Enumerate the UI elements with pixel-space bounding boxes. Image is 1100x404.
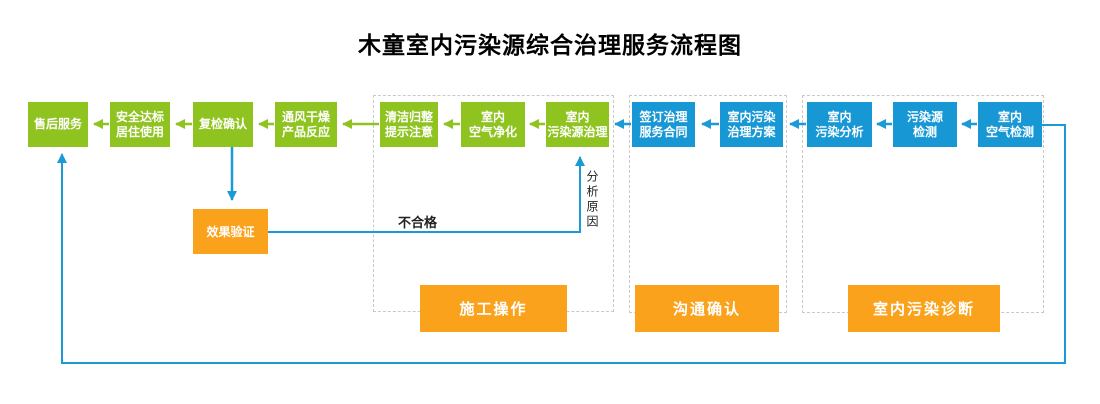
flow-box-cleanup-notes: 清洁归整 提示注意 bbox=[380, 102, 438, 147]
flow-box-label: 室内污染 bbox=[727, 109, 776, 124]
flow-box-after-sales: 售后服务 bbox=[28, 102, 88, 147]
flow-box-label: 室内 bbox=[480, 109, 505, 124]
flow-box-indoor-air-detection: 室内 空气检测 bbox=[978, 102, 1042, 147]
flow-box-label: 清洁归整 bbox=[384, 109, 433, 124]
stage-label-communication: 沟通确认 bbox=[635, 285, 779, 332]
page-title: 木童室内污染源综合治理服务流程图 bbox=[358, 33, 742, 59]
flow-box-treatment-plan: 室内污染 治理方案 bbox=[720, 102, 783, 147]
flow-box-label: 空气净化 bbox=[468, 124, 517, 139]
analyze-cause-annotation: 分析原因 bbox=[585, 170, 599, 230]
flow-box-label: 售后服务 bbox=[33, 117, 82, 131]
flow-box-label: 检测 bbox=[912, 124, 937, 139]
flow-box-label: 污染源治理 bbox=[547, 124, 608, 139]
flow-box-label: 室内 bbox=[997, 109, 1022, 124]
flow-box-label: 污染源 bbox=[906, 109, 943, 124]
flow-box-sign-contract: 签订治理 服务合同 bbox=[632, 102, 695, 147]
flow-box-label: 居住使用 bbox=[115, 124, 164, 139]
flow-box-label: 安全达标 bbox=[115, 109, 164, 124]
flow-box-safe-occupancy: 安全达标 居住使用 bbox=[110, 102, 170, 147]
flow-box-indoor-air-purification: 室内 空气净化 bbox=[461, 102, 525, 147]
arrow-fail-feedback bbox=[268, 156, 585, 233]
arrow-detection-to-aftersales-loop bbox=[57, 124, 1066, 364]
flow-box-label: 提示注意 bbox=[384, 124, 433, 139]
stage-label-construction: 施工操作 bbox=[420, 285, 567, 332]
flow-box-label: 产品反应 bbox=[281, 124, 330, 139]
flow-box-label: 服务合同 bbox=[639, 124, 688, 139]
flow-box-label: 复检确认 bbox=[198, 117, 247, 131]
flow-box-label: 治理方案 bbox=[727, 124, 776, 139]
flow-box-label: 污染分析 bbox=[815, 124, 864, 139]
flow-box-effect-verification: 效果验证 bbox=[193, 209, 268, 254]
flow-box-recheck-confirm: 复检确认 bbox=[193, 102, 253, 147]
flow-box-pollution-source-treatment: 室内 污染源治理 bbox=[546, 102, 609, 147]
flow-box-label: 室内 bbox=[565, 109, 590, 124]
flow-box-label: 通风干燥 bbox=[281, 109, 330, 124]
stage-label-diagnosis: 室内污染诊断 bbox=[848, 285, 1000, 332]
flow-box-source-detection: 污染源 检测 bbox=[893, 102, 957, 147]
flow-box-label: 签订治理 bbox=[639, 109, 688, 124]
flow-box-pollution-analysis: 室内 污染分析 bbox=[807, 102, 872, 147]
fail-annotation: 不合格 bbox=[398, 216, 438, 231]
flow-box-label: 空气检测 bbox=[985, 124, 1034, 139]
flow-box-ventilation-drying: 通风干燥 产品反应 bbox=[275, 102, 337, 147]
flow-box-label: 室内 bbox=[827, 109, 852, 124]
